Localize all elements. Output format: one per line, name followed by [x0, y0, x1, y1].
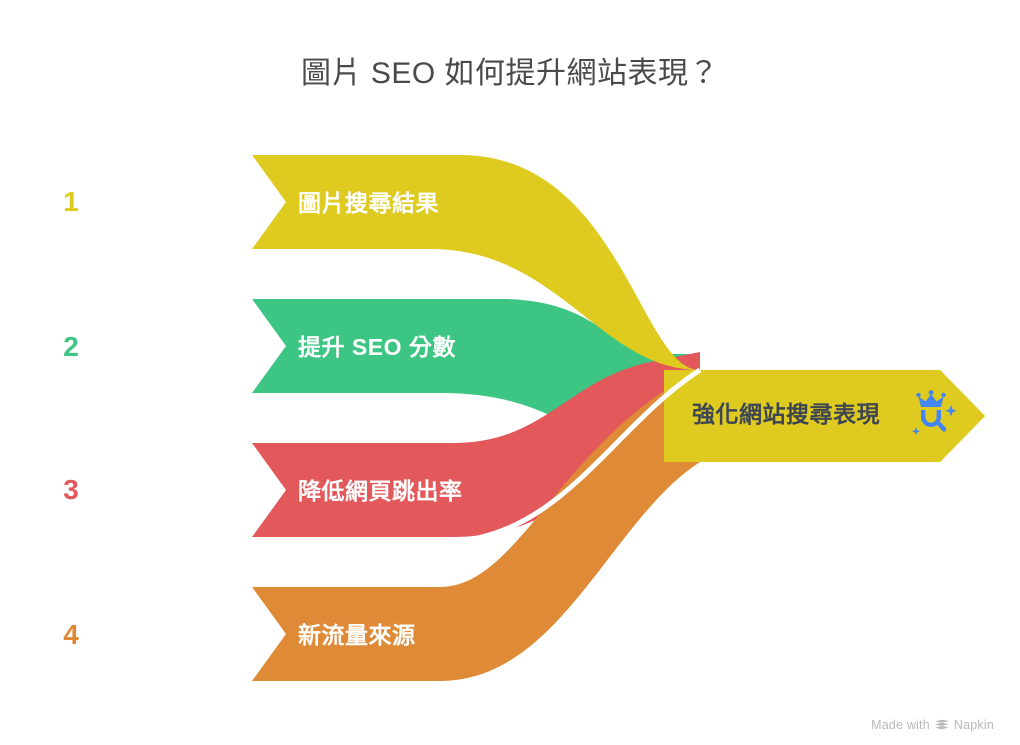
- step-number-1: 1: [63, 186, 79, 217]
- result-node-arrow[interactable]: [664, 370, 985, 462]
- flow-label-3: 降低網頁跳出率: [298, 478, 463, 504]
- flow-label-2: 提升 SEO 分數: [298, 334, 456, 360]
- watermark-made-with-text: Made with: [871, 717, 930, 732]
- flow-ribbon-3-tail-notch: [252, 443, 286, 537]
- flow-ribbon-3: [252, 352, 700, 537]
- ribbon-gap-green-orange: [439, 367, 702, 545]
- page-title: 圖片 SEO 如何提升網站表現？: [300, 57, 720, 90]
- step-number-2: 2: [63, 331, 79, 362]
- crown-magnifier-sparkle-icon: [911, 390, 957, 436]
- flow-ribbon-2-tail-notch: [252, 299, 286, 393]
- flow-ribbon-3-path: [252, 352, 700, 537]
- watermark-brand-text: Napkin: [953, 717, 994, 732]
- napkin-chevrons-icon: [934, 719, 949, 729]
- result-node[interactable]: [664, 370, 985, 462]
- flow-label-4: 新流量來源: [298, 622, 416, 648]
- step-number-4: 4: [63, 619, 79, 650]
- result-label: 強化網站搜尋表現: [692, 401, 880, 427]
- flow-ribbon-4-path: [252, 370, 700, 681]
- flow-ribbon-4: [252, 370, 700, 681]
- flow-ribbon-4-tail-notch: [252, 587, 286, 681]
- napkin-watermark: Made with Napkin: [871, 717, 994, 732]
- flow-ribbon-1-tail-notch: [252, 155, 286, 249]
- flow-label-1: 圖片搜尋結果: [298, 190, 439, 216]
- step-number-3: 3: [63, 474, 79, 505]
